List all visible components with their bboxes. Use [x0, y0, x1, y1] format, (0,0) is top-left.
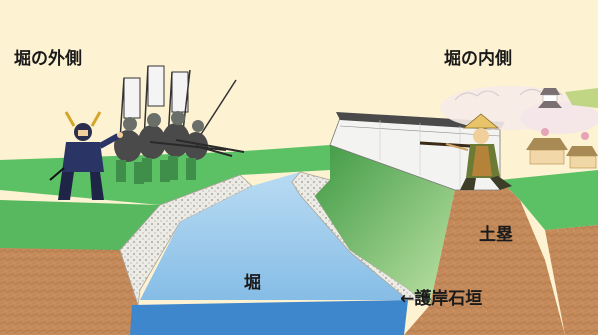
- label-inner-side: 堀の内側: [444, 49, 512, 69]
- label-outer-side: 堀の外側: [14, 49, 82, 69]
- outer-grass-front: [0, 200, 160, 250]
- label-stone-revetment: ←護岸石垣: [400, 289, 483, 309]
- attacking-soldiers: [114, 65, 245, 184]
- earth-mound: [404, 180, 565, 335]
- samurai-commander: [49, 111, 123, 200]
- inner-grass-field: [500, 170, 598, 230]
- outer-earth-bank: [0, 248, 138, 335]
- moat-deep-band: [130, 300, 408, 335]
- label-earth-mound: 土塁: [479, 225, 513, 245]
- inner-earth-right: [545, 225, 598, 335]
- moat-water: [140, 172, 408, 300]
- defender-figure: [419, 113, 512, 190]
- label-moat: 堀: [244, 273, 261, 293]
- inner-grass-slope: [315, 145, 455, 305]
